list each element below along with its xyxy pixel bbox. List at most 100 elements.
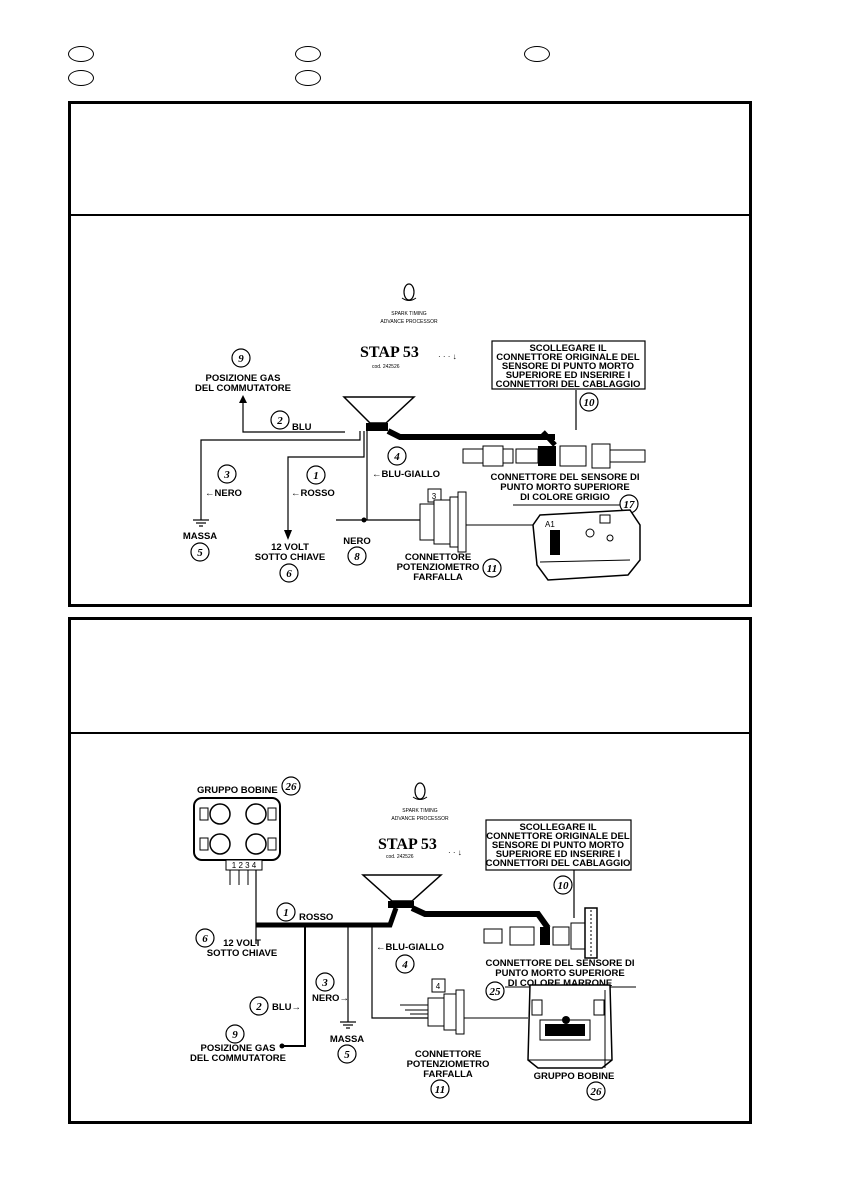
svg-text:· · ↓: · · ↓ bbox=[448, 848, 462, 857]
marker-2b bbox=[249, 996, 269, 1016]
logo-line-2: ADVANCE PROCESSOR bbox=[380, 319, 438, 325]
wire-blu-giallo-label-2: ←BLU-GIALLO bbox=[376, 942, 444, 953]
svg-text:3: 3 bbox=[432, 492, 437, 501]
svg-text:SOTTO CHIAVE: SOTTO CHIAVE bbox=[207, 948, 277, 959]
spark-logo-1: SPARK TIMING ADVANCE PROCESSOR bbox=[380, 283, 438, 325]
marker-26 bbox=[281, 776, 301, 796]
conn-sensor-line-2: PUNTO MORTO SUPERIORE bbox=[500, 482, 630, 493]
svg-text:11: 11 bbox=[487, 563, 497, 575]
box-4 bbox=[431, 978, 446, 993]
svg-text:GRUPPO BOBINE: GRUPPO BOBINE bbox=[534, 1071, 615, 1082]
marker-3b bbox=[315, 972, 335, 992]
marker-9 bbox=[231, 348, 251, 368]
marker-10 bbox=[579, 392, 599, 412]
stap-code: cod. 242526 bbox=[372, 364, 400, 370]
svg-text:2: 2 bbox=[276, 415, 283, 427]
wire-blu-label-2: BLU→ bbox=[272, 1002, 301, 1013]
note-line-4: SUPERIORE ED INSERIRE I bbox=[506, 370, 631, 381]
marker-1b bbox=[276, 902, 296, 922]
svg-text:POTENZIOMETRO: POTENZIOMETRO bbox=[407, 1059, 490, 1070]
wire-nero-label-2: NERO→ bbox=[312, 993, 349, 1004]
svg-text:10: 10 bbox=[584, 397, 596, 409]
marker-25 bbox=[485, 981, 505, 1001]
marker-6b bbox=[195, 928, 215, 948]
marker-8 bbox=[347, 546, 367, 566]
marker-4 bbox=[387, 446, 407, 466]
wire-blu-giallo-label: ←BLU-GIALLO bbox=[372, 469, 440, 480]
marker-5 bbox=[190, 542, 210, 562]
marker-11 bbox=[482, 558, 502, 578]
sensor-connectors-2 bbox=[483, 907, 598, 959]
pos-gas-line-2: DEL COMMUTATORE bbox=[195, 383, 291, 394]
svg-text:3: 3 bbox=[223, 469, 230, 481]
language-oval-2 bbox=[295, 46, 321, 62]
gruppo-bobine-label: GRUPPO BOBINE bbox=[197, 785, 278, 796]
language-oval-3 bbox=[524, 46, 550, 62]
svg-text:3: 3 bbox=[321, 977, 328, 989]
language-oval-4 bbox=[68, 70, 94, 86]
svg-text:5: 5 bbox=[344, 1049, 350, 1061]
svg-text:DI COLORE MARRONE: DI COLORE MARRONE bbox=[508, 978, 613, 989]
svg-text:SENSORE DI PUNTO MORTO: SENSORE DI PUNTO MORTO bbox=[492, 840, 624, 851]
svg-text:PUNTO MORTO SUPERIORE: PUNTO MORTO SUPERIORE bbox=[495, 968, 625, 979]
wire-rosso-label-2: ROSSO bbox=[299, 912, 333, 923]
stap-brand-2: STAP 53 bbox=[378, 836, 437, 853]
note-line-5: CONNETTORI DEL CABLAGGIO bbox=[496, 379, 641, 390]
instruction-box bbox=[491, 340, 646, 390]
marker-1 bbox=[306, 465, 326, 485]
svg-text:1: 1 bbox=[283, 907, 289, 919]
language-oval-5 bbox=[295, 70, 321, 86]
diagram-1: SPARK TIMING ADVANCE PROCESSOR STAP 53 c… bbox=[183, 283, 646, 583]
throttle-body-2 bbox=[527, 984, 613, 1069]
wire-blu-label: BLU bbox=[292, 422, 312, 433]
svg-text:4: 4 bbox=[393, 451, 400, 463]
instruction-box-2 bbox=[485, 819, 632, 871]
svg-text:ADVANCE PROCESSOR: ADVANCE PROCESSOR bbox=[391, 816, 449, 822]
conn-pot-line-1: CONNETTORE bbox=[405, 552, 471, 563]
svg-text:5: 5 bbox=[197, 547, 203, 559]
marker-2 bbox=[270, 410, 290, 430]
svg-text:10: 10 bbox=[558, 880, 570, 892]
stap-code-2: cod. 242526 bbox=[386, 854, 414, 860]
marker-11b bbox=[430, 1079, 450, 1099]
nero-label: NERO bbox=[343, 536, 370, 547]
small-arrow-mark: · · · ↓ bbox=[438, 352, 457, 361]
wire-nero-label: ←NERO bbox=[205, 488, 242, 499]
stap-unit bbox=[342, 396, 416, 424]
svg-text:A1: A1 bbox=[545, 520, 555, 529]
massa-label-2: MASSA bbox=[330, 1034, 364, 1045]
marker-10b bbox=[553, 875, 573, 895]
svg-text:SPARK TIMING: SPARK TIMING bbox=[402, 808, 437, 814]
svg-text:SUPERIORE ED INSERIRE I: SUPERIORE ED INSERIRE I bbox=[496, 849, 621, 860]
wiring-panel-2 bbox=[68, 617, 752, 1124]
svg-text:FARFALLA: FARFALLA bbox=[423, 1069, 473, 1080]
spark-logo-2: SPARK TIMING ADVANCE PROCESSOR bbox=[391, 782, 449, 822]
svg-text:POSIZIONE GAS: POSIZIONE GAS bbox=[201, 1043, 276, 1054]
svg-text:SCOLLEGARE IL: SCOLLEGARE IL bbox=[519, 822, 596, 833]
svg-text:6: 6 bbox=[202, 933, 208, 945]
svg-text:9: 9 bbox=[232, 1029, 238, 1041]
svg-text:26: 26 bbox=[590, 1086, 603, 1098]
wire-rosso-label: ←ROSSO bbox=[291, 488, 335, 499]
svg-text:17: 17 bbox=[624, 499, 636, 511]
svg-text:25: 25 bbox=[489, 986, 502, 998]
svg-text:CONNETTORE: CONNETTORE bbox=[415, 1049, 481, 1060]
conn-sensor-line-3: DI COLORE GRIGIO bbox=[520, 492, 610, 503]
pos-gas-line-1: POSIZIONE GAS bbox=[206, 373, 281, 384]
svg-text:26: 26 bbox=[285, 781, 298, 793]
svg-text:DEL COMMUTATORE: DEL COMMUTATORE bbox=[190, 1053, 286, 1064]
note-line-2: CONNETTORE ORIGINALE DEL bbox=[496, 352, 640, 363]
volt-line-2: SOTTO CHIAVE bbox=[255, 552, 325, 563]
coil-pack bbox=[193, 797, 281, 871]
marker-6 bbox=[279, 563, 299, 583]
coil-pins: 1 2 3 4 bbox=[232, 861, 257, 870]
svg-text:11: 11 bbox=[435, 1084, 445, 1096]
stap-brand: STAP 53 bbox=[360, 344, 419, 361]
svg-text:CONNETTORE ORIGINALE DEL: CONNETTORE ORIGINALE DEL bbox=[486, 831, 630, 842]
massa-label: MASSA bbox=[183, 531, 217, 542]
wiring-panel-1 bbox=[68, 101, 752, 607]
panel-1-header-divider bbox=[71, 214, 749, 216]
conn-pot-line-2: POTENZIOMETRO bbox=[397, 562, 480, 573]
stap-unit-2 bbox=[361, 874, 443, 902]
